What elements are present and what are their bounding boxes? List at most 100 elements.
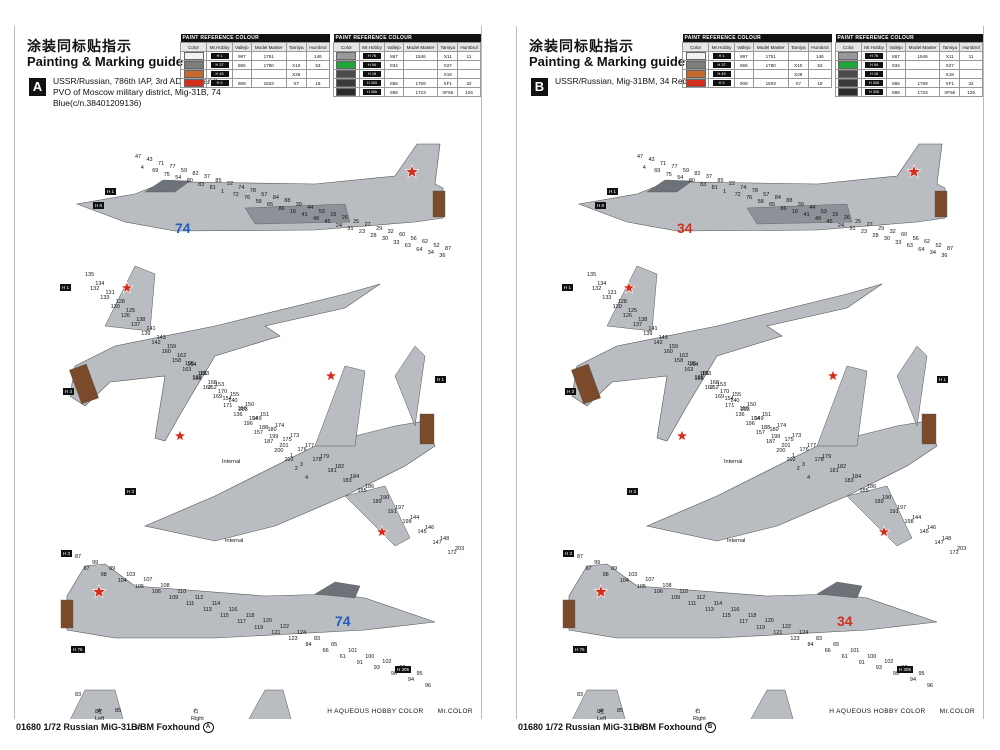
callout-plan-bottom: 147 — [432, 539, 442, 546]
callout-plan-top: 131 — [105, 290, 115, 296]
table-caption: PAINT REFERENCE COLOUR — [682, 34, 832, 43]
callout-top-side: 81 — [711, 185, 718, 192]
callout-top-side: 4 — [140, 164, 144, 171]
callout-plan-bottom: 176 — [297, 447, 307, 454]
callout-plan-top: 133 — [602, 294, 612, 301]
callout-top-side: 44 — [307, 205, 314, 212]
callout-plan-bottom: 182 — [335, 463, 345, 470]
callout-plan-top: 157 — [755, 429, 765, 436]
callout-top-side: 49 — [313, 215, 320, 222]
red-star-icon — [622, 281, 636, 294]
callout-plan-top: 2 — [796, 466, 800, 472]
callout-plan-bottom: 183 — [342, 477, 352, 484]
paint-code-callout: H 1 — [435, 376, 447, 383]
red-star-icon — [877, 525, 891, 538]
callout-bottom-side: 95 — [416, 671, 423, 678]
plan-top-wing-left — [104, 265, 156, 332]
callout-top-side: 23 — [358, 229, 366, 236]
callout-plan-top: 188 — [761, 425, 771, 432]
mr-color-label: Mr.COLOR — [437, 708, 473, 715]
callout-top-side: 16 — [290, 209, 297, 215]
callout-plan-bottom: 178 — [312, 457, 322, 464]
callout-plan-bottom: 151 — [762, 412, 772, 419]
scheme-description: USSR/Russian, Mig-31BM, 34 Red. — [555, 76, 690, 86]
table-caption: PAINT REFERENCE COLOUR — [835, 34, 983, 43]
callout-top-side: 80 — [186, 178, 193, 185]
callout-plan-bottom: 195 — [687, 361, 697, 367]
callout-plan-bottom: 197 — [395, 504, 405, 511]
callout-bottom-side: 108 — [662, 583, 672, 590]
fin-view-right — [248, 689, 292, 719]
callout-plan-bottom: 183 — [844, 477, 854, 484]
callout-plan-bottom: 144 — [410, 515, 420, 522]
callout-top-side: 71 — [660, 160, 667, 167]
callout-plan-bottom: 193 — [200, 371, 210, 378]
callout-top-side: 76 — [746, 195, 753, 202]
callout-bottom-side: 103 — [126, 571, 136, 578]
plan-view-bottom — [144, 420, 436, 542]
callout-bottom-side: 106 — [151, 589, 161, 596]
callout-bottom-side: 96 — [927, 683, 934, 689]
callout-bottom-side: 122 — [279, 624, 290, 631]
canopy-icon — [144, 179, 191, 193]
callout-plan-bottom: 149 — [252, 416, 262, 423]
callout-plan-bottom: 191 — [387, 508, 397, 515]
callout-fin: 86 — [135, 725, 142, 731]
callout-plan-top: 140 — [228, 398, 238, 405]
callout-top-side: 65 — [769, 202, 776, 209]
callout-top-side: 39 — [797, 201, 804, 208]
callout-top-side: 56 — [410, 235, 417, 242]
callout-top-side: 45 — [826, 219, 833, 226]
callout-plan-top: 4 — [305, 475, 309, 481]
callout-bottom-side: 89 — [109, 565, 116, 572]
scheme-letter: B — [531, 78, 548, 96]
callout-plan-top: 143 — [658, 335, 668, 342]
callout-bottom-side: 93 — [875, 665, 882, 672]
callout-bottom-side: 115 — [220, 612, 229, 619]
callout-plan-bottom: 156 — [237, 406, 247, 412]
callout-top-side: 64 — [918, 246, 925, 253]
paint-code-callout: H 1 — [60, 284, 72, 291]
callout-plan-top: 159 — [166, 344, 177, 351]
callout-plan-top: 202 — [284, 457, 294, 463]
callout-plan-top: 187 — [766, 438, 776, 445]
red-star-icon — [375, 525, 389, 538]
red-star-icon — [906, 164, 922, 179]
callout-top-side: 58 — [255, 198, 262, 205]
plan-bottom-wing-lower — [846, 485, 913, 547]
paint-code-callout: H 3 — [627, 488, 639, 495]
exhaust-nozzle-icon — [562, 599, 576, 629]
callout-bottom-side: 123 — [288, 636, 298, 643]
callout-top-side: 54 — [175, 174, 182, 181]
fin-view-left — [70, 689, 124, 719]
callout-plan-top: 201 — [279, 443, 289, 450]
callout-top-side: 62 — [924, 239, 931, 246]
callout-top-side: 64 — [416, 246, 423, 253]
title-english: Painting & Marking guide — [27, 54, 184, 69]
callout-plan-top: 141 — [648, 326, 658, 333]
callout-plan-top: 199 — [269, 434, 279, 441]
callout-plan-top: 162 — [177, 353, 187, 360]
callout-bottom-side: 98 — [100, 571, 107, 578]
callout-plan-bottom: 152 — [709, 385, 719, 392]
callout-bottom-side: 108 — [160, 583, 170, 590]
callout-bottom-side: 100 — [365, 653, 375, 660]
exhaust-nozzle-icon — [571, 363, 601, 405]
callout-top-side: 22 — [226, 181, 234, 188]
callout-plan-bottom: 175 — [282, 436, 292, 443]
exhaust-nozzle-icon — [69, 363, 99, 405]
caption-letter-icon: A — [202, 722, 214, 734]
tail-number-side-alt: 74 — [335, 613, 351, 629]
callout-bottom-side: 95 — [918, 671, 925, 678]
callout-bottom-side: 107 — [645, 577, 655, 584]
callout-top-side: 47 — [637, 154, 644, 160]
callout-bottom-side: 96 — [425, 683, 432, 689]
callout-plan-top: 137 — [131, 321, 141, 328]
plan-view-top — [69, 283, 381, 442]
callout-top-side: 60 — [399, 232, 406, 239]
callout-plan-bottom: 192 — [694, 375, 704, 382]
callout-top-side: 45 — [324, 219, 331, 226]
